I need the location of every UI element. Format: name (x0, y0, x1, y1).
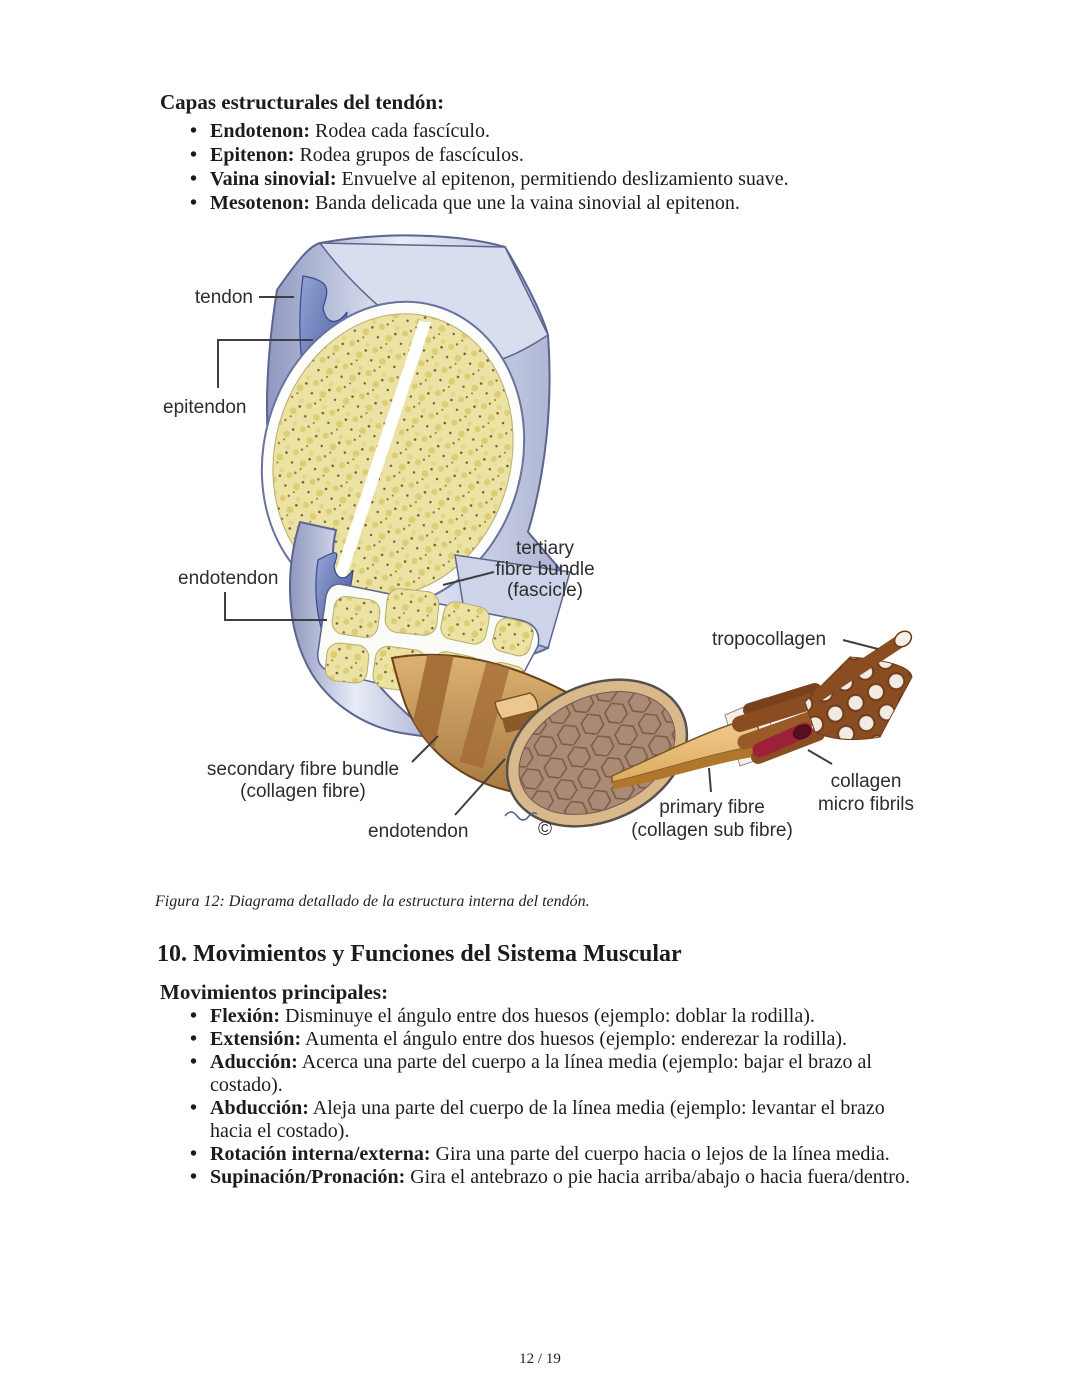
section-heading-tendon-layers: Capas estructurales del tendón: (160, 90, 445, 114)
label-tertiary-2: fibre bundle (495, 559, 594, 580)
list-item: Flexión: Disminuye el ángulo entre dos h… (160, 1005, 910, 1028)
fascicle-divider (332, 320, 431, 585)
definition: Envuelve al epitenon, permitiendo desliz… (336, 168, 789, 190)
term: Rotación interna/externa: (210, 1143, 431, 1165)
label-endotendon-upper: endotendon (178, 568, 278, 589)
term: Flexión: (210, 1005, 280, 1027)
leader-tertiary (442, 571, 495, 586)
leader-endotendon-lower (454, 758, 506, 816)
term: Endotenon: (210, 120, 311, 142)
leader-primary (708, 767, 712, 793)
copyright-mark: © (538, 819, 552, 840)
list-item: Abducción: Aleja una parte del cuerpo de… (160, 1097, 910, 1143)
label-secondary-2: (collagen fibre) (240, 781, 366, 802)
diagram-labels: tendon epitendon endotendon tertiary fib… (163, 287, 914, 842)
label-tertiary-3: (fascicle) (507, 580, 583, 601)
artist-signature (504, 811, 538, 821)
term: Extensión: (210, 1028, 302, 1050)
primary-fibre-edge (612, 745, 765, 789)
tropocollagen-rod (813, 633, 909, 701)
definition: Gira el antebrazo o pie hacia arriba/aba… (405, 1166, 910, 1188)
term: Vaina sinovial: (210, 168, 337, 190)
label-primary-1: primary fibre (659, 797, 765, 818)
definition: Acerca una parte del cuerpo a la línea m… (210, 1051, 872, 1096)
movements-list: Flexión: Disminuye el ángulo entre dos h… (160, 1005, 910, 1189)
list-item: Mesotenon: Banda delicada que une la vai… (160, 191, 900, 215)
definition: Gira una parte del cuerpo hacia o lejos … (430, 1143, 890, 1165)
label-tertiary-1: tertiary (516, 538, 575, 559)
label-tropocollagen: tropocollagen (712, 629, 826, 650)
leader-secondary (411, 735, 439, 763)
list-item: Epitenon: Rodea grupos de fascículos. (160, 143, 900, 167)
label-endotendon-lower: endotendon (368, 821, 468, 842)
term: Abducción: (210, 1097, 309, 1119)
page-number: 12 / 19 (519, 1351, 561, 1367)
leader-epitendon (217, 339, 313, 388)
tendon-layers-list: Endotenon: Rodea cada fascículo. Epiteno… (160, 119, 900, 215)
leader-endotendon-upper (224, 592, 327, 621)
leader-lines (217, 296, 879, 816)
list-item: Extensión: Aumenta el ángulo entre dos h… (160, 1028, 910, 1051)
list-item: Supinación/Pronación: Gira el antebrazo … (160, 1166, 910, 1189)
label-epitendon: epitendon (163, 397, 246, 418)
tropocollagen-tip (893, 630, 913, 648)
list-item: Rotación interna/externa: Gira una parte… (160, 1143, 910, 1166)
label-tendon: tendon (195, 287, 253, 308)
leader-tropocollagen (842, 639, 879, 650)
leader-microfibrils (807, 749, 833, 765)
term: Aducción: (210, 1051, 298, 1073)
crimson-fibril-end (792, 724, 812, 740)
label-secondary-1: secondary fibre bundle (207, 759, 399, 780)
figure-container: tendon epitendon endotendon tertiary fib… (150, 232, 940, 882)
list-item: Vaina sinovial: Envuelve al epitenon, pe… (160, 167, 900, 191)
label-primary-2: (collagen sub fibre) (631, 820, 793, 841)
list-item: Aducción: Acerca una parte del cuerpo a … (160, 1051, 910, 1097)
section-heading-movements: 10. Movimientos y Funciones del Sistema … (157, 941, 682, 967)
figure-caption: Figura 12: Diagrama detallado de la estr… (155, 893, 590, 910)
tendon-structure-diagram: tendon epitendon endotendon tertiary fib… (163, 234, 914, 842)
definition: Aleja una parte del cuerpo de la línea m… (210, 1097, 885, 1142)
definition: Rodea grupos de fascículos. (294, 144, 524, 166)
label-microfibrils-1: collagen (831, 771, 902, 792)
subheading-main-movements: Movimientos principales: (160, 980, 389, 1004)
term: Epitenon: (210, 144, 295, 166)
term: Mesotenon: (210, 192, 310, 214)
definition: Aumenta el ángulo entre dos huesos (ejem… (301, 1028, 848, 1050)
list-item: Endotenon: Rodea cada fascículo. (160, 119, 900, 143)
definition: Banda delicada que une la vaina sinovial… (309, 192, 740, 214)
definition: Rodea cada fascículo. (310, 120, 490, 142)
primary-fibre-group (611, 630, 913, 789)
collagen-rods (732, 683, 825, 764)
definition: Disminuye el ángulo entre dos huesos (ej… (280, 1005, 815, 1027)
term: Supinación/Pronación: (210, 1166, 406, 1188)
label-microfibrils-2: micro fibrils (818, 794, 914, 815)
